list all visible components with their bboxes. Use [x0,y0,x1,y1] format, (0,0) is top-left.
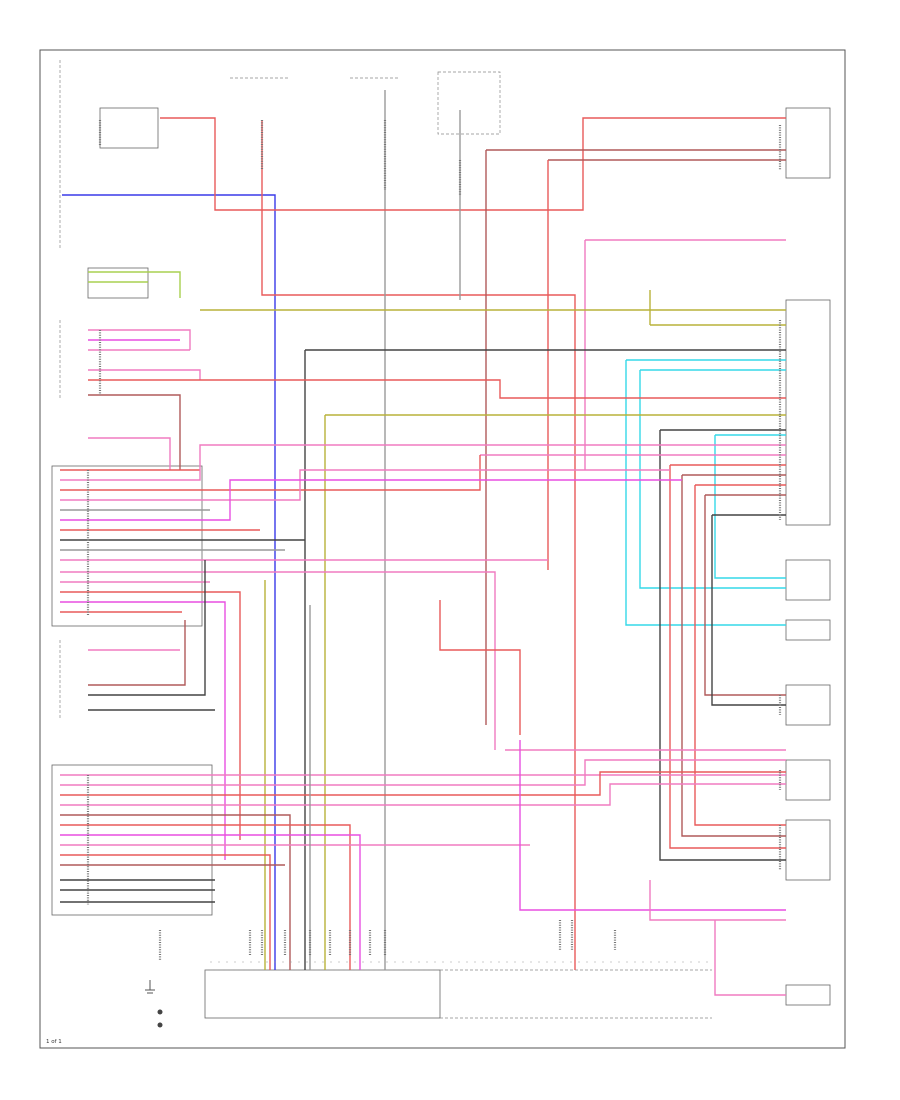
wire-left-6 [88,369,201,380]
wire-left-13 [60,469,670,501]
wire-left-8 [88,394,181,470]
component-box [785,559,831,601]
wire-black-mid-v [659,430,786,861]
wire-low-15 [519,740,786,911]
wire-left-26 [88,620,186,686]
connector-marks [86,120,782,960]
left-harness [60,271,682,860]
wire-left-1 [88,271,181,298]
component-box [785,819,831,881]
component-box [785,984,831,1006]
wire-cyan-2 [625,360,786,626]
wire-red-r1v [669,465,786,849]
component-box [99,107,159,149]
wire-red-r3v [694,485,786,826]
wire-left-12 [60,455,481,491]
left-components [51,60,213,916]
wire-blue [62,194,276,970]
trunk-wires [62,90,786,970]
junction-connector-left [204,969,441,1019]
wire-left-15 [60,479,682,521]
page-number: 1 of 1 [46,1039,62,1045]
ground-symbols [145,980,163,1028]
wire-black-r5v [711,515,786,706]
wire-low-2 [60,759,786,786]
component-box [785,684,831,726]
ground-icon [157,1022,163,1028]
wire-red-top [160,117,786,211]
wire-left-23 [60,601,226,860]
wire-left-11 [60,444,480,481]
wire-left-7 [88,379,515,399]
wire-red-r4v [704,495,786,696]
wire-left-27 [88,560,206,696]
wire-low-16 [714,920,786,996]
component-box [51,764,213,916]
wire-red-trunk [261,120,576,970]
component-box [51,465,203,627]
diagram-frame [39,49,846,1049]
component-box [785,299,831,526]
component-box [87,267,149,299]
wire-low-17 [649,880,786,921]
ground-icon [145,980,155,994]
component-box [785,759,831,801]
wire-low-9 [60,854,271,970]
wire-low-3 [60,771,786,796]
wire-cyan-6 [714,435,786,579]
ground-icon [157,1009,163,1015]
top-components [230,71,501,135]
right-components [785,107,831,1006]
bottom-connectors [204,969,712,1019]
component-box [785,619,831,641]
wire-low-18 [439,600,521,735]
wire-low-5 [60,814,291,970]
right-harness [200,290,786,970]
lower-harness [60,600,786,996]
wire-cyan-4 [639,370,786,589]
wire-red-r2v [681,475,786,837]
wire-low-7 [60,834,361,970]
component-box [785,107,831,179]
wire-left-20 [60,571,496,750]
wire-left-9 [88,437,171,470]
wire-left-22 [60,591,241,840]
wire-low-4 [60,783,786,806]
relay-box [437,71,501,135]
wire-low-6 [60,824,351,970]
wire-left-3 [88,329,191,350]
